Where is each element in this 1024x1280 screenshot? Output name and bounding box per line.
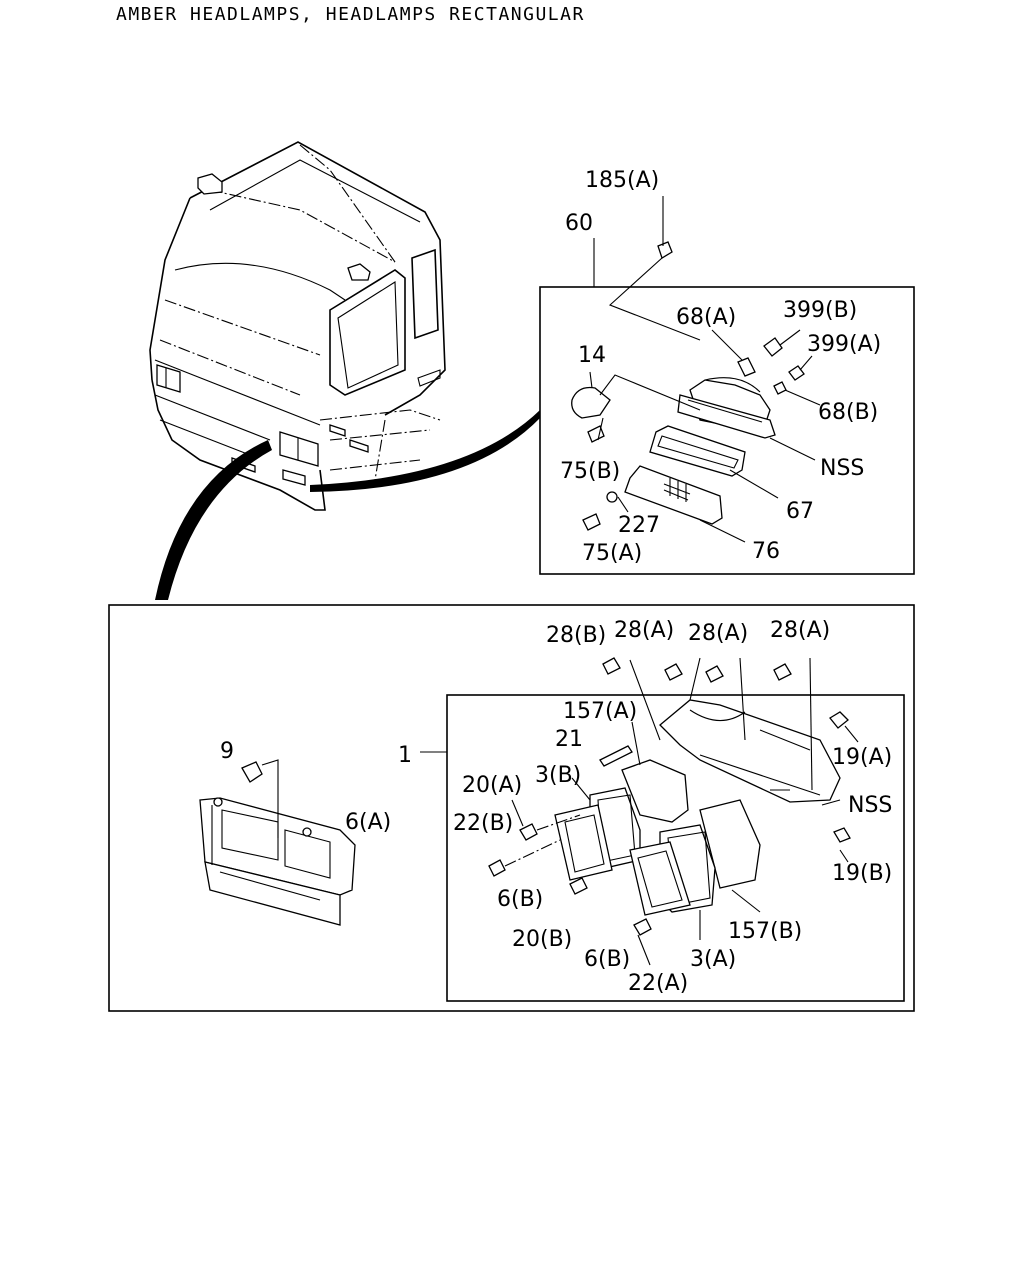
callout-28b: 28(B) bbox=[546, 623, 606, 648]
callout-22a: 22(A) bbox=[628, 971, 688, 996]
callout-9: 9 bbox=[220, 739, 234, 764]
callout-nss-upper: NSS bbox=[820, 456, 864, 481]
callout-19b: 19(B) bbox=[832, 861, 892, 886]
callout-67: 67 bbox=[786, 499, 814, 524]
headlamp-assembly-box bbox=[108, 604, 915, 1012]
callout-20b: 20(B) bbox=[512, 927, 572, 952]
callout-6b-2: 6(B) bbox=[584, 947, 630, 972]
callout-185a: 185(A) bbox=[585, 168, 659, 193]
callout-399a: 399(A) bbox=[807, 332, 881, 357]
callout-75b: 75(B) bbox=[560, 459, 620, 484]
callout-157b: 157(B) bbox=[728, 919, 802, 944]
connector-swoosh-upper bbox=[310, 410, 540, 492]
diagram-title: AMBER HEADLAMPS, HEADLAMPS RECTANGULAR bbox=[116, 4, 585, 25]
callout-nss-lower: NSS bbox=[848, 793, 892, 818]
callout-19a: 19(A) bbox=[832, 745, 892, 770]
callout-68b: 68(B) bbox=[818, 400, 878, 425]
callout-21: 21 bbox=[555, 727, 583, 752]
callout-157a: 157(A) bbox=[563, 699, 637, 724]
truck-cab-illustration bbox=[149, 141, 446, 511]
callout-14: 14 bbox=[578, 343, 606, 368]
amber-lamp-detail-box bbox=[539, 196, 915, 575]
callout-60: 60 bbox=[565, 211, 593, 236]
callout-28a-2: 28(A) bbox=[688, 621, 748, 646]
callout-3a: 3(A) bbox=[690, 947, 736, 972]
callout-399b: 399(B) bbox=[783, 298, 857, 323]
callout-227: 227 bbox=[618, 513, 660, 538]
callout-76: 76 bbox=[752, 539, 780, 564]
callout-6b-1: 6(B) bbox=[497, 887, 543, 912]
callout-28a-3: 28(A) bbox=[770, 618, 830, 643]
callout-6a: 6(A) bbox=[345, 810, 391, 835]
callout-75a: 75(A) bbox=[582, 541, 642, 566]
callout-28a-1: 28(A) bbox=[614, 618, 674, 643]
callout-20a: 20(A) bbox=[462, 773, 522, 798]
callout-3b: 3(B) bbox=[535, 763, 581, 788]
connector-swoosh-lower bbox=[155, 440, 272, 600]
callout-68a: 68(A) bbox=[676, 305, 736, 330]
callout-1: 1 bbox=[398, 743, 412, 768]
callout-22b: 22(B) bbox=[453, 811, 513, 836]
